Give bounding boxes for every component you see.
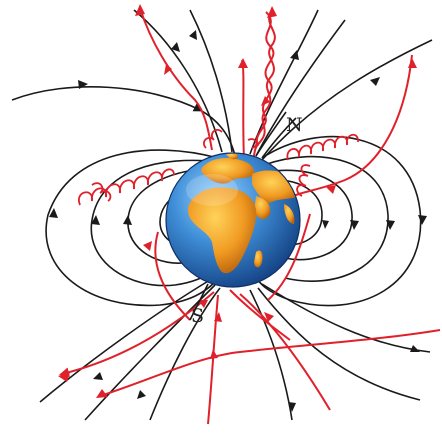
arrowhead-icon — [93, 372, 103, 380]
arrowhead-icon — [370, 77, 380, 86]
arrowhead-icon — [137, 390, 146, 399]
arrowhead-icon — [214, 312, 222, 322]
arrowhead-icon — [350, 220, 359, 230]
particle-track — [207, 294, 219, 425]
particle-track — [241, 59, 245, 161]
arrowhead-icon — [410, 345, 420, 352]
field-line — [45, 149, 219, 307]
particle-helix — [251, 9, 276, 161]
arrowhead-icon — [261, 96, 270, 106]
particle-track — [154, 231, 191, 321]
field-line — [39, 279, 211, 403]
coil-left — [91, 182, 112, 202]
arrowhead-icon — [49, 208, 58, 218]
arrowhead-icon — [96, 389, 108, 398]
arrowhead-icon — [135, 4, 145, 16]
particle-track — [139, 7, 213, 151]
arrowhead-icon — [288, 402, 296, 412]
south-pole-label: S — [191, 305, 204, 327]
arrowhead-icon — [267, 6, 277, 18]
coil-top — [202, 128, 223, 149]
arrowhead-icon — [171, 42, 180, 52]
field-line — [267, 179, 323, 246]
particle-track — [239, 293, 331, 411]
coil-left — [77, 168, 175, 206]
coil-right — [296, 164, 311, 197]
arrowhead-icon — [91, 215, 100, 225]
arrowhead-icon — [418, 215, 427, 225]
arrowhead-icon — [290, 50, 299, 60]
polar-lines — [189, 111, 297, 321]
arrowhead-icon — [58, 372, 70, 382]
particle-track — [267, 213, 311, 301]
particle-track — [287, 54, 413, 199]
arrowhead-icon — [164, 64, 172, 75]
coil-right — [286, 133, 359, 161]
arrowhead-icon — [123, 215, 132, 225]
arrowhead-icon — [210, 349, 218, 359]
arrowhead-icon — [198, 300, 208, 308]
particle-arrows — [58, 4, 417, 398]
arrowhead-icon — [326, 185, 336, 194]
particle-track — [229, 289, 291, 341]
particle-paths — [59, 7, 441, 425]
field-line — [90, 159, 221, 287]
coil-top — [247, 138, 258, 149]
earth-globe-icon — [165, 152, 301, 288]
particle-helix — [255, 11, 275, 147]
field-line — [255, 19, 346, 157]
field-line — [189, 9, 233, 153]
arrowhead-icon — [238, 58, 248, 68]
arrowhead-icon — [78, 80, 88, 89]
arrowhead-icon — [189, 30, 197, 40]
field-line — [84, 284, 216, 421]
arrowhead-icon — [386, 220, 395, 230]
north-pole-label: N — [286, 114, 303, 136]
field-line — [261, 39, 433, 161]
arrowhead-icon — [408, 58, 417, 68]
arrowhead-icon — [322, 220, 329, 229]
field-line — [257, 287, 421, 401]
particle-track — [99, 329, 441, 397]
field-line — [263, 155, 389, 282]
field-line — [149, 287, 221, 421]
field-lines — [11, 9, 433, 421]
arrowhead-icon — [143, 241, 152, 251]
field-line — [11, 86, 237, 161]
field-arrows — [49, 30, 427, 412]
arrowhead-icon — [264, 312, 274, 322]
particle-coils — [77, 128, 359, 206]
